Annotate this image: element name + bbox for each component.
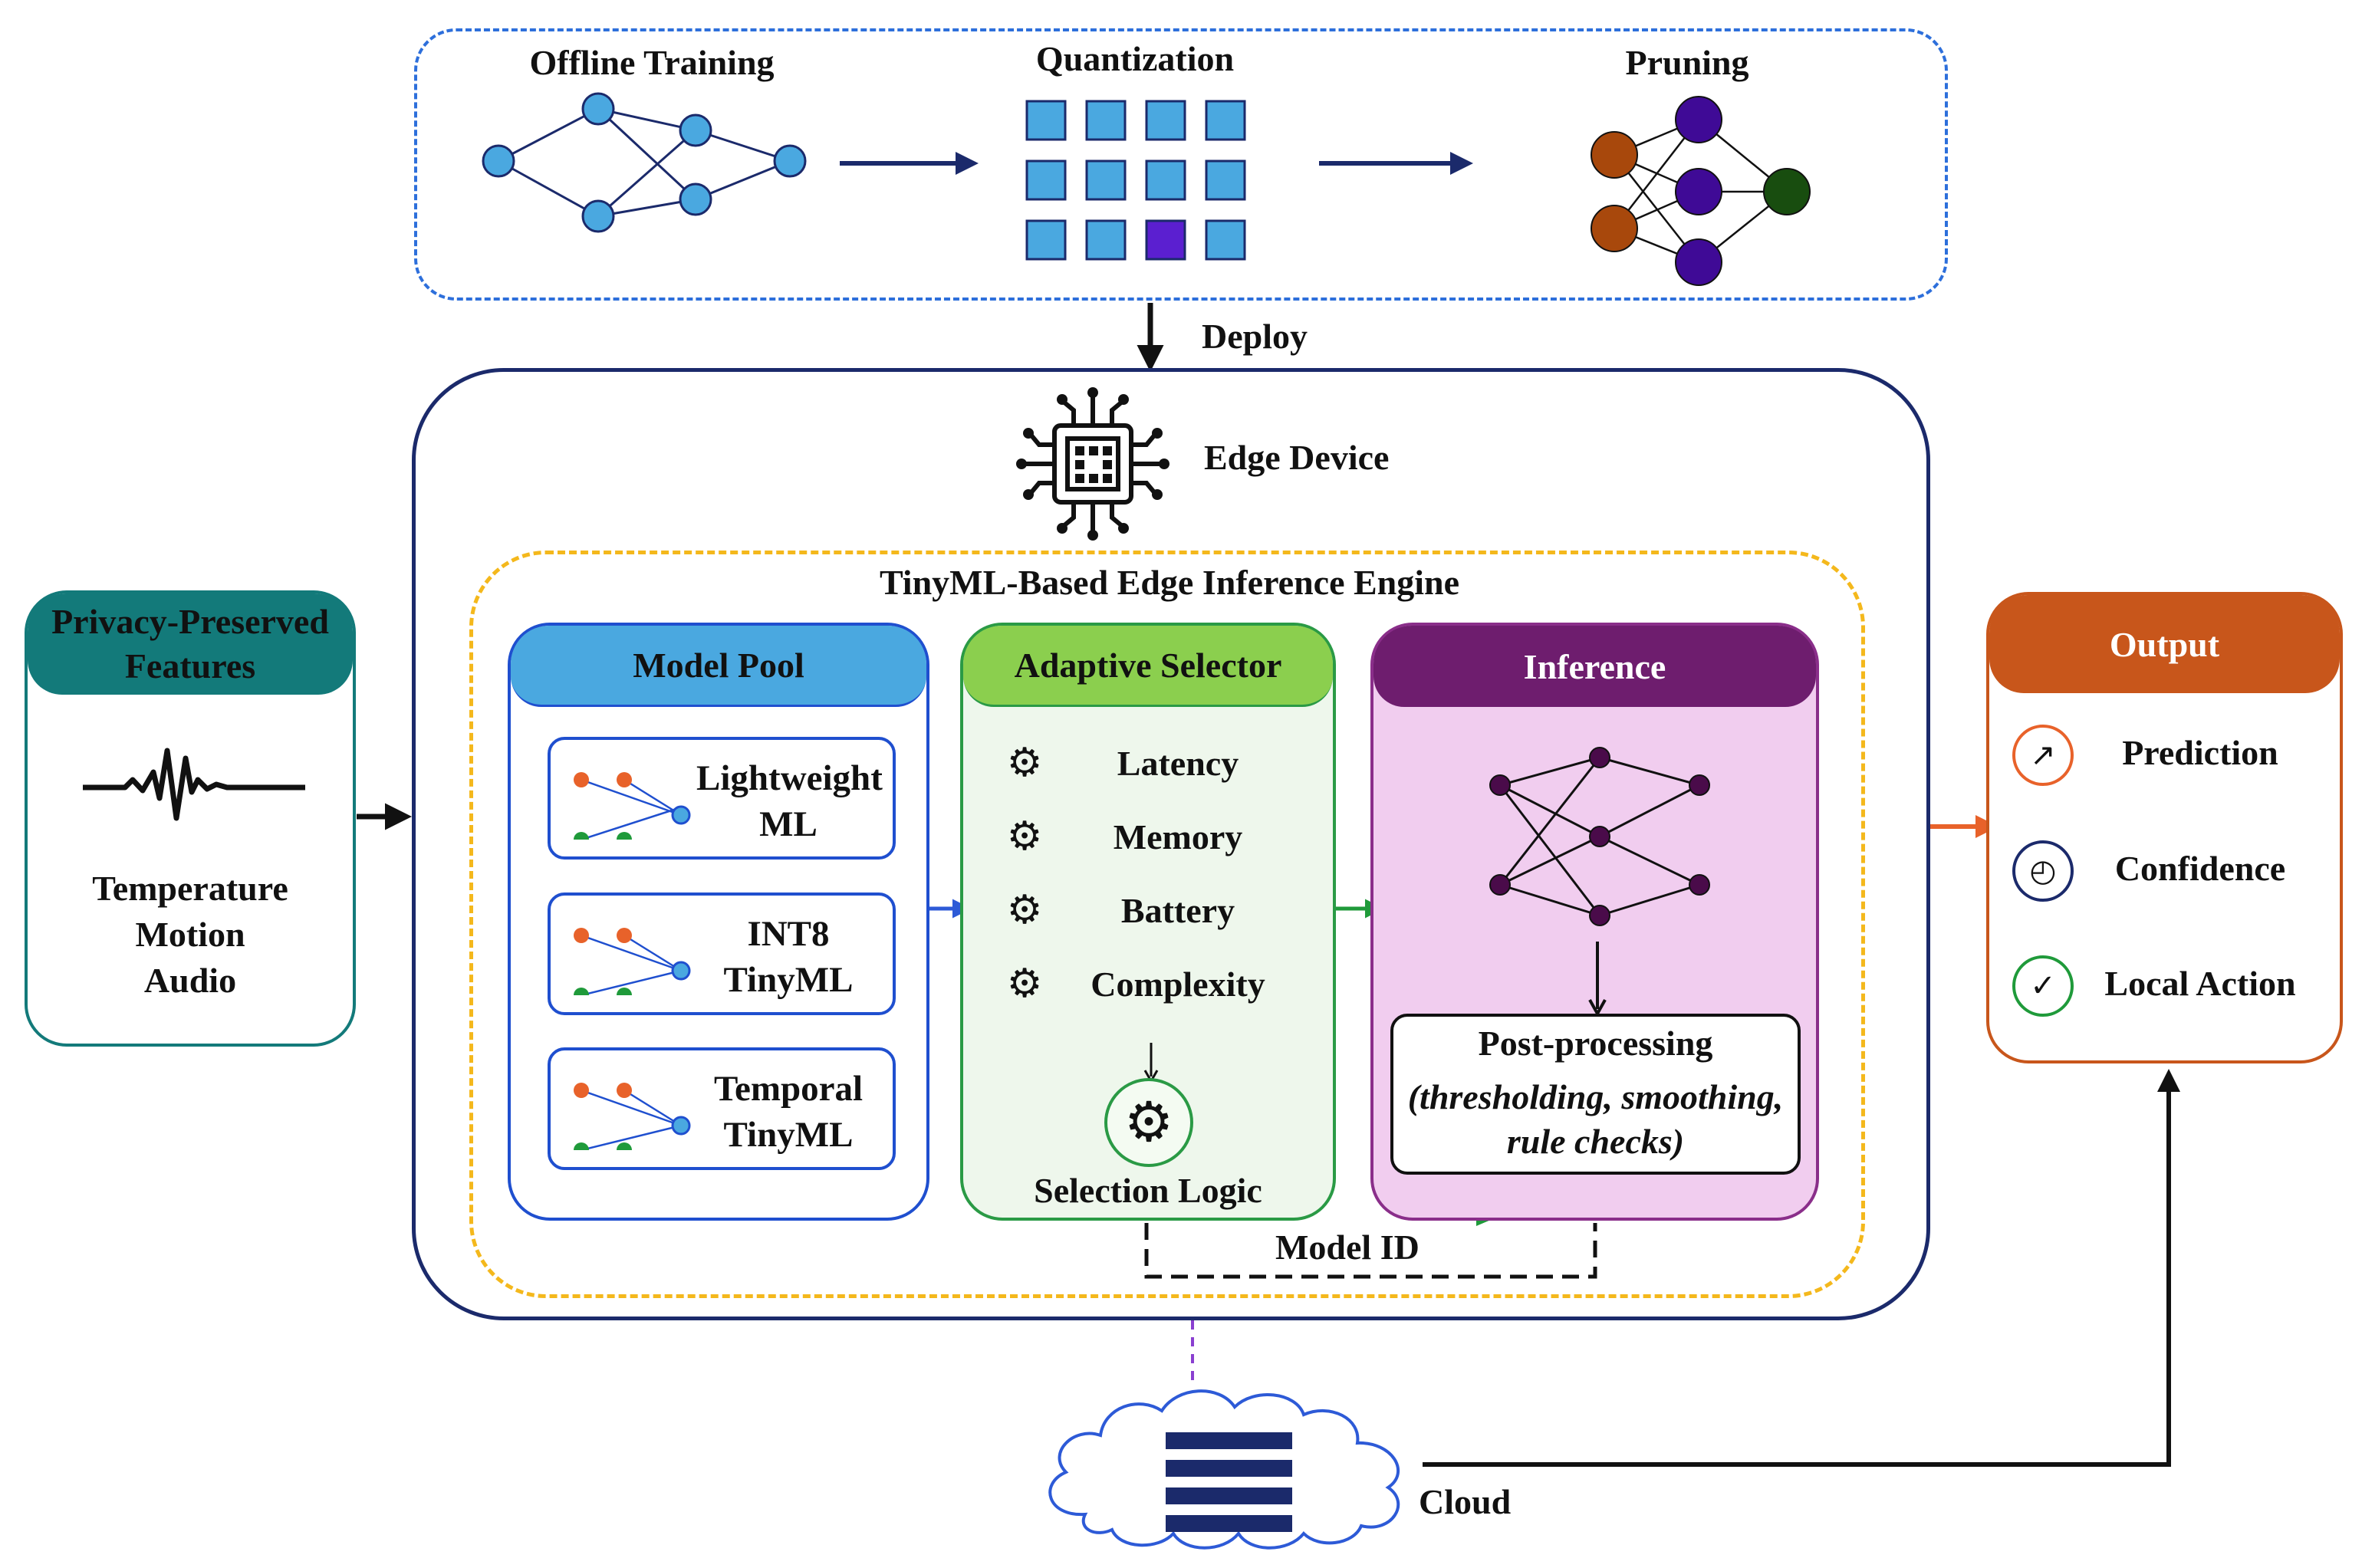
adaptive-selector-panel: Adaptive Selector ⚙ Latency ⚙ Memory ⚙ B… <box>960 623 1336 1221</box>
criterion-label: Battery <box>1120 891 1235 930</box>
down-arrow-icon <box>1588 942 1607 1017</box>
pruning-network <box>1591 96 1811 286</box>
post-processing-detail-line-1: (thresholding, smoothing, <box>1407 1077 1784 1116</box>
output-item-label: Prediction <box>2122 733 2278 772</box>
criterion-complexity: ⚙ Complexity <box>1002 962 1308 1008</box>
output-header: Output <box>1989 595 2340 693</box>
inference-network-icon <box>1489 747 1710 926</box>
output-item-prediction[interactable]: ↗ Prediction <box>2012 722 2311 791</box>
offline-pipeline-panel <box>414 28 1948 301</box>
quantization-label: Quantization <box>1035 39 1235 78</box>
edge-device-container <box>412 368 1930 1320</box>
signal-waveform-icon <box>83 748 305 821</box>
model-item-temporal-tinyml[interactable]: Temporal TinyML <box>548 1047 896 1170</box>
post-processing-box: Post-processing (thresholding, smoothing… <box>1390 1014 1801 1175</box>
criterion-label: Complexity <box>1091 965 1265 1004</box>
input-header-line-1: Privacy-Preserved <box>51 602 329 641</box>
input-header-line-2: Features <box>124 646 256 685</box>
arrow-up-right-icon: ↗ <box>2012 725 2074 786</box>
criterion-label: Latency <box>1117 744 1239 783</box>
criterion-memory: ⚙ Memory <box>1002 814 1308 860</box>
model-pool-header: Model Pool <box>511 626 926 707</box>
gear-icon: ⚙ <box>1006 889 1043 932</box>
inference-engine-panel <box>469 551 1865 1298</box>
model-pool-panel: Model Pool Lightweight ML INT8 TinyML <box>508 623 929 1221</box>
model-item-int8-tinyml[interactable]: INT8 TinyML <box>548 892 896 1015</box>
model-item-line-2: TinyML <box>723 960 854 1000</box>
cloud-icon[interactable] <box>1031 1380 1426 1556</box>
selection-logic-label: Selection Logic <box>1034 1171 1262 1210</box>
model-id-label: Model ID <box>1275 1228 1420 1267</box>
cloud-label: Cloud <box>1419 1482 1512 1521</box>
model-item-lightweight-ml[interactable]: Lightweight ML <box>548 737 896 860</box>
model-network-icon <box>574 772 691 840</box>
inference-panel: Inference Post-processing (thresholding,… <box>1370 623 1819 1221</box>
model-item-line-1: Lightweight <box>696 758 883 798</box>
pruning-label: Pruning <box>1625 43 1749 82</box>
deploy-label: Deploy <box>1202 317 1308 356</box>
selection-logic-gear-icon[interactable]: ⚙ <box>1104 1078 1193 1167</box>
model-network-icon <box>574 928 691 995</box>
output-title: Output <box>2109 624 2220 664</box>
adaptive-selector-title: Adaptive Selector <box>1014 646 1282 685</box>
output-item-local-action[interactable]: ✓ Local Action <box>2012 952 2311 1021</box>
criterion-battery: ⚙ Battery <box>1002 888 1308 934</box>
gear-icon: ⚙ <box>1006 962 1043 1006</box>
input-header: Privacy-Preserved Features <box>28 593 353 695</box>
gear-icon: ⚙ <box>1006 815 1043 859</box>
gear-icon: ⚙ <box>1006 741 1043 785</box>
model-item-line-1: Temporal <box>713 1069 864 1109</box>
inference-header: Inference <box>1373 626 1816 707</box>
model-item-line-2: TinyML <box>723 1115 854 1155</box>
model-item-line-2: ML <box>759 804 817 844</box>
clock-icon: ◴ <box>2012 840 2074 902</box>
output-item-label: Confidence <box>2114 849 2286 888</box>
criterion-latency: ⚙ Latency <box>1002 741 1308 787</box>
model-item-line-1: INT8 <box>747 914 830 954</box>
offline-training-label: Offline Training <box>529 43 775 82</box>
quantization-grid <box>1025 100 1246 261</box>
edge-device-title: Edge Device <box>1204 438 1390 477</box>
check-icon: ✓ <box>2012 955 2074 1017</box>
model-id-loop <box>1144 1223 1597 1279</box>
output-item-label: Local Action <box>2104 964 2296 1003</box>
cloud-to-output-line <box>1423 1069 2180 1467</box>
chip-icon <box>1016 387 1169 541</box>
engine-title: TinyML-Based Edge Inference Engine <box>879 563 1460 602</box>
input-source-temperature: Temperature <box>92 869 288 908</box>
model-pool-title: Model Pool <box>633 646 804 685</box>
input-source-audio: Audio <box>143 961 237 1000</box>
input-panel: Privacy-Preserved Features Temperature M… <box>25 590 356 1047</box>
post-processing-title: Post-processing <box>1478 1024 1713 1063</box>
output-panel: Output ↗ Prediction ◴ Confidence ✓ Local… <box>1986 592 2343 1063</box>
input-source-motion: Motion <box>135 915 245 954</box>
criterion-label: Memory <box>1113 817 1243 856</box>
inference-title: Inference <box>1523 646 1666 686</box>
output-item-confidence[interactable]: ◴ Confidence <box>2012 837 2311 906</box>
model-network-icon <box>574 1083 691 1150</box>
adaptive-selector-header: Adaptive Selector <box>963 626 1333 707</box>
post-processing-detail-line-2: rule checks) <box>1506 1122 1685 1161</box>
offline-training-network <box>482 92 807 233</box>
